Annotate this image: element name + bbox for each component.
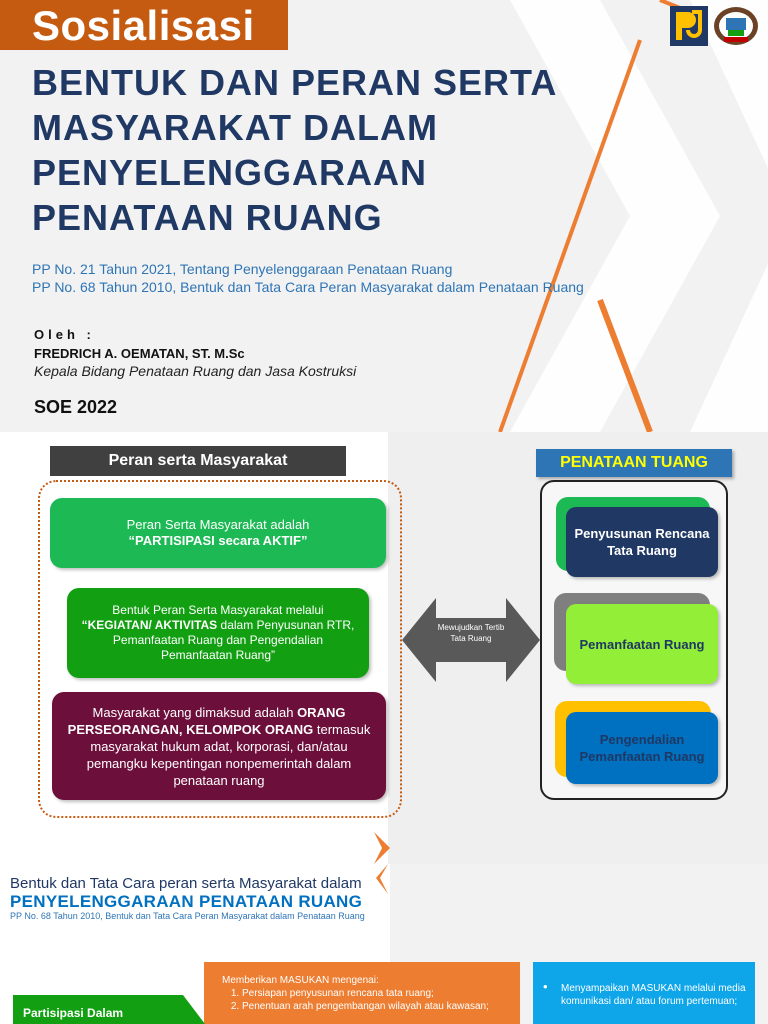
section-title: PENYELENGGARAAN PENATAAN RUANG bbox=[10, 892, 363, 911]
chevron-accent bbox=[376, 864, 388, 894]
partisipasi-arrow bbox=[183, 995, 205, 1024]
definition-box: Peran Serta Masyarakat adalah “PARTISIPA… bbox=[50, 498, 386, 568]
title-slide: Sosialisasi BENTUK DAN PERAN SERTA MASYA… bbox=[0, 0, 768, 432]
regulation-line: PP No. 21 Tahun 2021, Tentang Penyelengg… bbox=[32, 261, 453, 277]
regulation-line: PP No. 68 Tahun 2010, Bentuk dan Tata Ca… bbox=[32, 279, 584, 295]
bentuk-box: Bentuk Peran Serta Masyarakat melalui “K… bbox=[67, 588, 369, 678]
title-line: MASYARAKAT DALAM bbox=[32, 107, 438, 148]
masyarakat-box: Masyarakat yang dimaksud adalah ORANG PE… bbox=[52, 692, 386, 800]
chevron-accent bbox=[374, 832, 390, 864]
bentuk-rest: dalam Penyusunan RTR, Pemanfaatan Ruang … bbox=[112, 618, 355, 662]
presentation-title: BENTUK DAN PERAN SERTA MASYARAKAT DALAM … bbox=[32, 60, 672, 240]
card-penyusunan: Penyusunan Rencana Tata Ruang bbox=[566, 507, 718, 577]
masukan-item: Penentuan arah pengembangan wilayah atau… bbox=[242, 1000, 510, 1013]
peran-serta-slide: Peran serta Masyarakat Peran Serta Masya… bbox=[0, 432, 768, 864]
banner-label: Sosialisasi bbox=[32, 2, 255, 49]
pu-logo-icon bbox=[670, 6, 708, 46]
card-pengendalian: Pengendalian Pemanfaatan Ruang bbox=[566, 712, 718, 784]
masukan-box: Memberikan MASUKAN mengenai: Persiapan p… bbox=[204, 962, 520, 1024]
chevron-background bbox=[498, 0, 768, 432]
bentuk-bold: “KEGIATAN/ AKTIVITAS bbox=[81, 618, 218, 632]
event-label: SOE 2022 bbox=[34, 397, 118, 417]
media-box: Menyampaikan MASUKAN melalui media komun… bbox=[533, 962, 755, 1024]
author-position: Kepala Bidang Penataan Ruang dan Jasa Ko… bbox=[34, 363, 357, 379]
oleh-label: Oleh : bbox=[34, 327, 95, 342]
card-pemanfaatan: Pemanfaatan Ruang bbox=[566, 604, 718, 684]
masyarakat-bold: ORANG PERSEORANGAN, KELOMPOK ORANG bbox=[67, 704, 346, 737]
arrow-label: Mewujudkan Tertib Tata Ruang bbox=[437, 623, 505, 643]
author-name: FREDRICH A. OEMATAN, ST. M.Sc bbox=[34, 346, 245, 361]
logos bbox=[670, 6, 758, 46]
peran-serta-heading: Peran serta Masyarakat bbox=[50, 446, 346, 476]
definition-bold: “PARTISIPASI secara AKTIF” bbox=[128, 533, 308, 548]
double-arrow-icon bbox=[402, 598, 540, 682]
penataan-heading: PENATAAN TUANG bbox=[536, 449, 732, 477]
masyarakat-pre: Masyarakat yang dimaksud adalah bbox=[92, 704, 298, 720]
partisipasi-label: Partisipasi Dalam bbox=[13, 995, 183, 1024]
title-line: BENTUK DAN PERAN SERTA bbox=[32, 62, 558, 103]
tata-cara-slide: Bentuk dan Tata Cara peran serta Masyara… bbox=[0, 864, 768, 1024]
regency-emblem-icon bbox=[714, 7, 758, 45]
masukan-item: Persiapan penyusunan rencana tata ruang; bbox=[242, 987, 510, 1000]
media-item: Menyampaikan MASUKAN melalui media komun… bbox=[543, 980, 747, 1008]
bentuk-text: Bentuk Peran Serta Masyarakat melalui bbox=[112, 603, 324, 617]
definition-text: Peran Serta Masyarakat adalah bbox=[126, 517, 310, 532]
masukan-heading: Memberikan MASUKAN mengenai: bbox=[222, 975, 379, 986]
sosialisasi-banner: Sosialisasi bbox=[0, 0, 288, 50]
title-line: PENATAAN RUANG bbox=[32, 197, 383, 238]
section-subtitle: Bentuk dan Tata Cara peran serta Masyara… bbox=[10, 875, 362, 892]
section-reference: PP No. 68 Tahun 2010, Bentuk dan Tata Ca… bbox=[10, 911, 365, 921]
title-line: PENYELENGGARAAN bbox=[32, 152, 428, 193]
dotted-frame bbox=[38, 480, 402, 818]
masyarakat-rest: termasuk masyarakat hukum adat, korporas… bbox=[86, 721, 371, 788]
